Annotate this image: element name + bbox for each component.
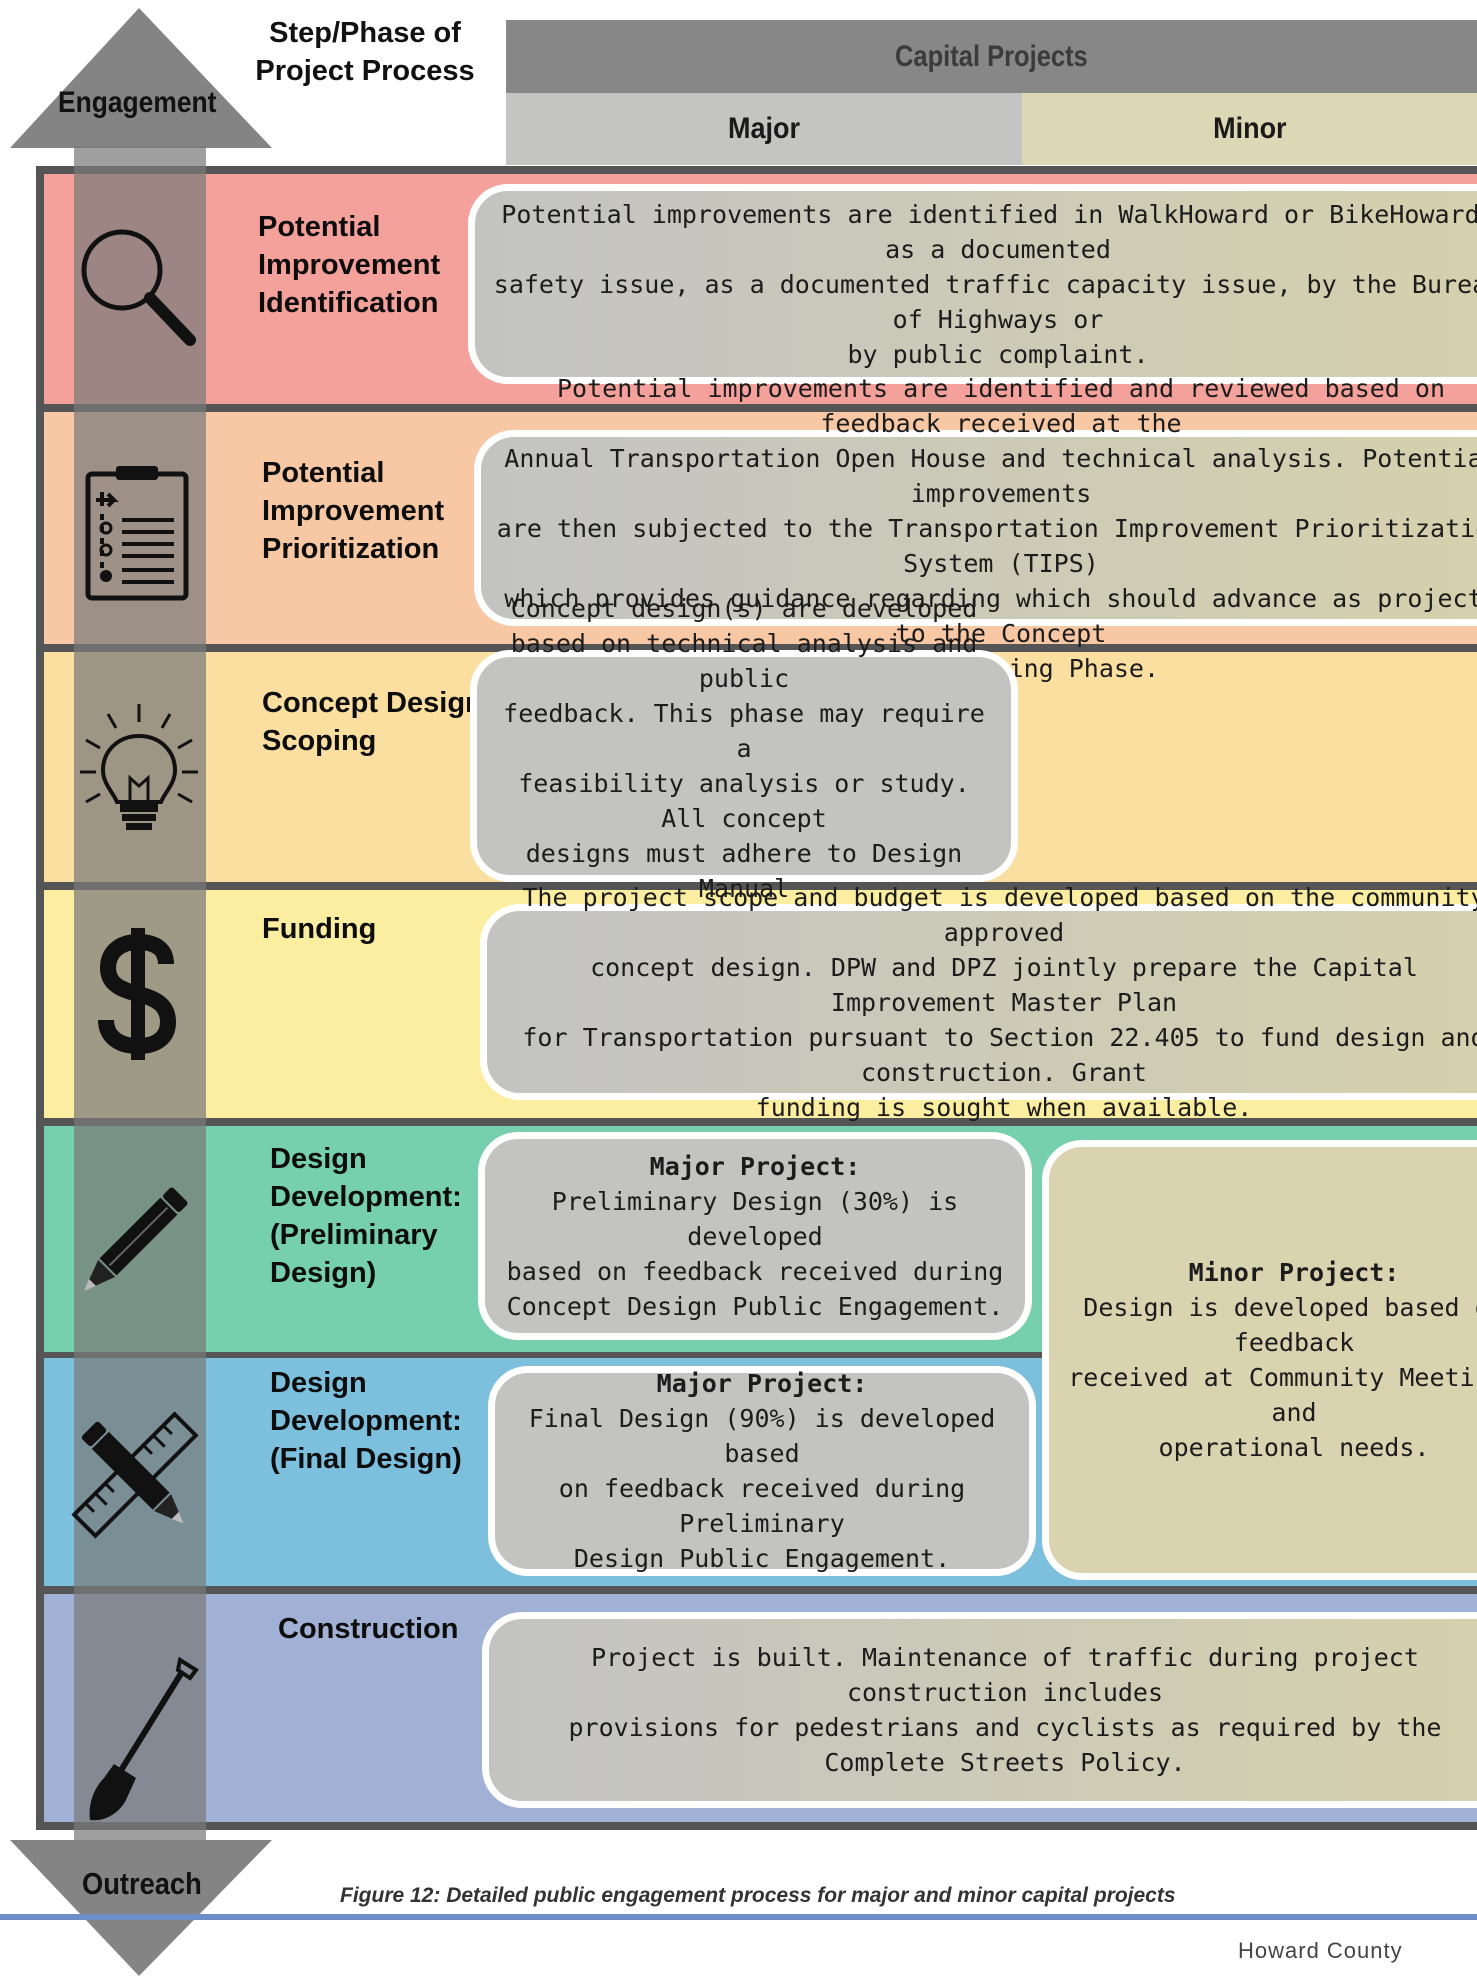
concept-description: Concept design(s) are developed based on… [470, 594, 1018, 938]
minor-label: Minor [1212, 112, 1287, 145]
arrow-head-down [10, 1840, 272, 1976]
minor-title: Minor Project: [1188, 1258, 1400, 1287]
lightbulb-icon [80, 704, 198, 830]
capital-projects-header: Capital Projects [506, 20, 1477, 93]
phase-label-preliminary: Design Development: (Preliminary Design) [270, 1143, 462, 1289]
magnifier-icon [81, 229, 196, 346]
major-header: Major [506, 93, 1022, 165]
pencil-ruler-icon [71, 1411, 199, 1539]
dollar-icon [98, 928, 177, 1060]
phase-label-funding: Funding [262, 913, 377, 945]
arrow-head-up [10, 8, 272, 148]
shovel-icon [89, 1656, 199, 1821]
final-text: Final Design (90%) is developed based on… [528, 1404, 996, 1573]
phase-label-concept: Concept Design/ Scoping [262, 687, 491, 757]
pencil-icon [84, 1187, 188, 1291]
minor-text: Design is developed based on feedback re… [1068, 1293, 1477, 1462]
phase-label-prioritization: Potential Improvement Prioritization [262, 457, 445, 565]
figure-caption: Figure 12: Detailed public engagement pr… [340, 1884, 1176, 1907]
major-label: Major [727, 112, 800, 145]
prioritization-description: Potential improvements are identified an… [474, 374, 1477, 683]
phase-label-final: Design Development: (Final Design) [270, 1367, 462, 1475]
footer-rule [0, 1914, 1477, 1920]
capital-projects-label: Capital Projects [895, 39, 1088, 73]
preliminary-text: Preliminary Design (30%) is developed ba… [506, 1186, 1004, 1321]
funding-description: The project scope and budget is develope… [480, 883, 1477, 1122]
step-phase-header: Step/Phase of Project Process [255, 17, 475, 87]
minor-header: Minor [1022, 93, 1477, 165]
identification-description: Potential improvements are identified in… [468, 184, 1477, 384]
final-description: Major Project: Final Design (90%) is dev… [488, 1366, 1036, 1576]
preliminary-description: Major Project: Preliminary Design (30%) … [478, 1132, 1032, 1340]
minor-design-description: Minor Project: Design is developed based… [1042, 1140, 1477, 1580]
phase-label-identification: Potential Improvement Identification [258, 211, 441, 319]
construction-description: Project is built. Maintenance of traffic… [482, 1612, 1477, 1808]
preliminary-title: Major Project: [649, 1151, 861, 1181]
final-title: Major Project: [656, 1369, 868, 1398]
footer-county: Howard County [1238, 1938, 1403, 1963]
engagement-label: Engagement [58, 86, 217, 119]
clipboard-icon [85, 466, 189, 601]
outreach-label: Outreach [82, 1866, 202, 1901]
phase-label-construction: Construction [278, 1613, 459, 1645]
